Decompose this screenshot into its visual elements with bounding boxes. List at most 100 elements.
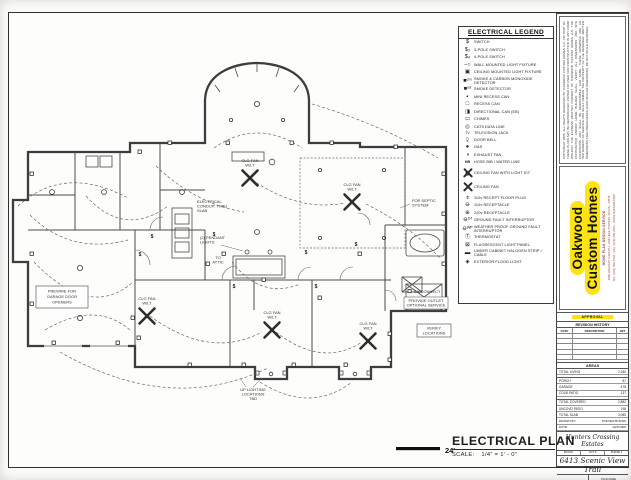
legend-row: Ⓣ THERMOSTAT bbox=[459, 234, 553, 242]
svg-text:W/LT: W/LT bbox=[245, 163, 255, 168]
revision-history-title: REVISION HISTORY bbox=[557, 321, 628, 329]
company-phone: TEL: (979) 690-7504 - FAX: (979) 690-250… bbox=[611, 194, 616, 282]
legend-label: EXHAUST FAN bbox=[474, 152, 502, 157]
legend-label: TELEVISION JACK bbox=[474, 131, 509, 136]
svg-text:GARAGE DOOR: GARAGE DOOR bbox=[47, 294, 77, 299]
legend-row: □ RECESS CAN bbox=[459, 101, 553, 109]
legend-row: ⊖ 110v RECEPTACLE bbox=[459, 202, 553, 210]
legend-label: EXTERIOR FLOOD LIGHT bbox=[474, 259, 522, 264]
scale-label: SCALE: bbox=[452, 452, 475, 458]
revision-row bbox=[557, 333, 628, 340]
legend-row: $₄ 4-POLE SWITCH bbox=[459, 54, 553, 62]
legend-row: ● GAS bbox=[459, 144, 553, 152]
floor-plug-icon: ⌽ bbox=[465, 194, 470, 201]
scale-value: 1/4" = 1' - 0" bbox=[481, 452, 518, 458]
outlet-symbols bbox=[29, 140, 446, 367]
svg-text:$: $ bbox=[151, 234, 154, 240]
legend-label: WEATHER PROOF GROUND FAULT INTERRUPTOR bbox=[474, 224, 541, 233]
turret-window-ticks bbox=[214, 63, 300, 93]
switch-symbols: $ $ $ $ $ $ $ bbox=[139, 232, 358, 290]
legend-label: RECESS CAN bbox=[474, 102, 500, 107]
legend-label: MINI RECESS CAN bbox=[474, 94, 510, 99]
area-label: TOTAL COVERED bbox=[559, 400, 586, 405]
plan-name-label: PLAN NAME bbox=[601, 478, 616, 480]
svg-text:TBD: TBD bbox=[249, 396, 257, 401]
legend-label: 3-POLE SWITCH bbox=[474, 47, 505, 52]
svg-text:CLG FAN: CLG FAN bbox=[241, 158, 258, 163]
legend-label: SWITCH bbox=[474, 40, 490, 45]
svg-text:(2) PENDANT: (2) PENDANT bbox=[200, 235, 226, 240]
ceiling-light-icon: ▣ bbox=[464, 69, 471, 75]
legend-label: SMOKE & CARBON MONOXIDE DETECTOR bbox=[474, 76, 533, 85]
legend-row: ⊕ 220v RECEPTACLE bbox=[459, 209, 553, 217]
legend-row: $ SWITCH bbox=[459, 39, 553, 47]
fixtures bbox=[85, 151, 445, 376]
legend-row: ⊖ᴳᶠ GROUND FAULT INTERRUPTOR bbox=[459, 217, 553, 225]
area-value: 2,882 bbox=[618, 400, 626, 405]
company-name-line1: Oakwood bbox=[569, 200, 585, 276]
approval-row: APPROVAL bbox=[557, 312, 628, 321]
svg-text:ATTIC: ATTIC bbox=[212, 260, 223, 265]
gfi-icon: ⊖ᴳᶠ bbox=[463, 217, 472, 224]
svg-text:CONDUIT THRU: CONDUIT THRU bbox=[197, 204, 227, 209]
phase-label: PHASE 2 bbox=[610, 451, 623, 455]
svg-text:24': 24' bbox=[445, 446, 455, 455]
legend-label: CHIMES bbox=[474, 117, 490, 122]
legend-label: CEILING MOUNTED LIGHT FIXTURE bbox=[474, 70, 542, 75]
area-label: COVD PATIO bbox=[559, 391, 579, 396]
svg-text:CLG FAN: CLG FAN bbox=[359, 321, 376, 326]
legend-label: HOSE BIB / WATER LINE bbox=[474, 160, 520, 165]
legend-label: GAS bbox=[474, 145, 483, 150]
legend-row: ◨ DIRECTIONAL CAN (EB) bbox=[459, 108, 553, 116]
legend-row: ◈ EXTERIOR FLOOD LIGHT bbox=[459, 258, 553, 266]
copyright-text: COPYRIGHT 2008. ALL RIGHTS RESERVED BY O… bbox=[561, 21, 589, 159]
subdivision-name: Hunters Crossing Estates bbox=[557, 431, 628, 450]
area-label: GARAGE bbox=[559, 385, 573, 390]
area-value: 87 bbox=[622, 379, 626, 384]
plan-name-cell: PLAN NAME The Firefly II bbox=[589, 475, 628, 480]
svg-text:FOR SEPTIC: FOR SEPTIC bbox=[412, 198, 436, 203]
directional-can-icon: ◨ bbox=[464, 108, 471, 115]
svg-text:$: $ bbox=[315, 284, 318, 290]
legend-label: DIRECTIONAL CAN (EB) bbox=[474, 109, 520, 114]
area-label: UNCOVD PATIO bbox=[559, 406, 583, 411]
legend-row: ▪ MINI RECESS CAN bbox=[459, 93, 553, 101]
company-tagline: HOME PLAN DESIGN SERVICE bbox=[601, 210, 606, 266]
garage-door-openings bbox=[44, 343, 128, 349]
switch-4pole-icon: $₄ bbox=[464, 54, 471, 60]
legend-label: 110v RECEPT FLOOR PLUG bbox=[474, 195, 527, 200]
areas-title: AREAS bbox=[557, 361, 628, 370]
area-value: 137 bbox=[620, 391, 626, 396]
svg-text:W/LT: W/LT bbox=[363, 326, 373, 331]
revision-row bbox=[557, 344, 628, 350]
date-value: 10/3/2008 bbox=[612, 425, 626, 430]
wall-light-icon: –○ bbox=[464, 61, 471, 68]
legend-row: ■ᶜᵐ SMOKE & CARBON MONOXIDE DETECTOR bbox=[459, 76, 553, 86]
revision-col-date: DATE bbox=[557, 328, 573, 334]
smoke-co-detector-icon: ■ᶜᵐ bbox=[463, 77, 472, 84]
legend-row: ▭ CHIMES bbox=[459, 116, 553, 124]
legend-label: 220v RECEPTACLE bbox=[474, 210, 510, 215]
title-block: COPYRIGHT 2008. ALL RIGHTS RESERVED BY O… bbox=[556, 13, 629, 480]
interior-walls bbox=[28, 143, 446, 367]
area-row: TOTAL LIVING 2,180 bbox=[557, 369, 628, 376]
legend-label: 4-POLE SWITCH bbox=[474, 55, 505, 60]
legend-label: 110v RECEPTACLE bbox=[474, 203, 510, 208]
receptacle-220-icon: ⊕ bbox=[465, 209, 470, 216]
under-cabinet-icon: ▬ bbox=[464, 250, 471, 257]
svg-text:SYSTEM: SYSTEM bbox=[412, 203, 428, 208]
legend-row: ⌽ 110v RECEPT FLOOR PLUG bbox=[459, 194, 553, 202]
sheet-info-row: SHEET 3 OF 7 PLAN NAME The Firefly II bbox=[557, 474, 628, 480]
revision-table-header: DATE DESCRIPTION INIT bbox=[557, 328, 628, 334]
drawn-by-label: DRAWN BY: bbox=[559, 418, 577, 423]
ceiling-fan-light-icon bbox=[461, 166, 474, 180]
svg-text:W/LT: W/LT bbox=[267, 315, 277, 320]
legend-label: DOOR BELL bbox=[474, 137, 497, 142]
light-symbols bbox=[49, 101, 386, 377]
site-address: 6413 Scenic View Trail bbox=[557, 455, 628, 474]
svg-text:LOCATIONS: LOCATIONS bbox=[242, 392, 265, 397]
electrical-legend: ELECTRICAL LEGEND $ SWITCH $₃ 3-POLE SWI… bbox=[458, 26, 554, 304]
legend-row: TV TELEVISION JACK bbox=[459, 131, 553, 137]
legend-row: CEILING FAN bbox=[459, 180, 553, 194]
svg-text:VERIFY: VERIFY bbox=[427, 326, 442, 331]
